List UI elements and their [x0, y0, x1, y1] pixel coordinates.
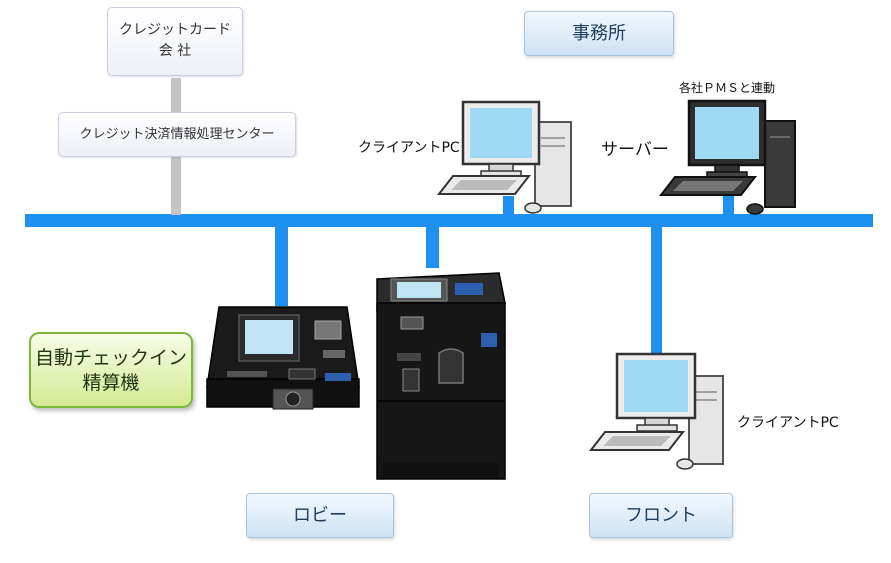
server-label: サーバー — [601, 140, 669, 160]
credit-card-company-line1: クレジットカード — [119, 22, 231, 38]
kiosk-label-line1: 自動チェックイン — [34, 347, 187, 369]
server-icon — [658, 99, 796, 215]
kiosk-small-drop — [275, 226, 288, 306]
office-client-pc-icon — [436, 100, 572, 214]
kiosk-tall-drop — [426, 226, 439, 268]
tabletop-kiosk-icon — [206, 306, 360, 410]
front-label: フロント — [625, 505, 697, 526]
office-label: 事務所 — [572, 23, 626, 44]
office-box: 事務所 — [524, 11, 674, 56]
kiosk-label-box: 自動チェックイン 精算機 — [29, 332, 193, 408]
lobby-label: ロビー — [293, 505, 347, 526]
office-client-pc-label: クライアントPC — [358, 140, 460, 156]
lobby-box: ロビー — [246, 493, 394, 538]
front-client-pc-icon — [588, 352, 724, 470]
credit-processing-center-box: クレジット決済情報処理センター — [58, 112, 296, 157]
network-backbone — [25, 214, 873, 227]
front-box: フロント — [589, 493, 733, 538]
front-pc-drop — [651, 226, 662, 356]
pms-link-note: 各社ＰＭＳと連動 — [679, 81, 776, 95]
front-client-pc-label: クライアントPC — [737, 415, 839, 431]
credit-processing-center-label: クレジット決済情報処理センター — [79, 127, 275, 142]
credit-card-company-line2: 会 社 — [158, 43, 192, 59]
credit-card-company-box: クレジットカード 会 社 — [107, 7, 243, 76]
server-drop — [723, 196, 734, 216]
kiosk-label-line2: 精算機 — [82, 372, 140, 394]
office-pc-drop — [503, 196, 514, 216]
tall-kiosk-icon — [376, 272, 506, 480]
